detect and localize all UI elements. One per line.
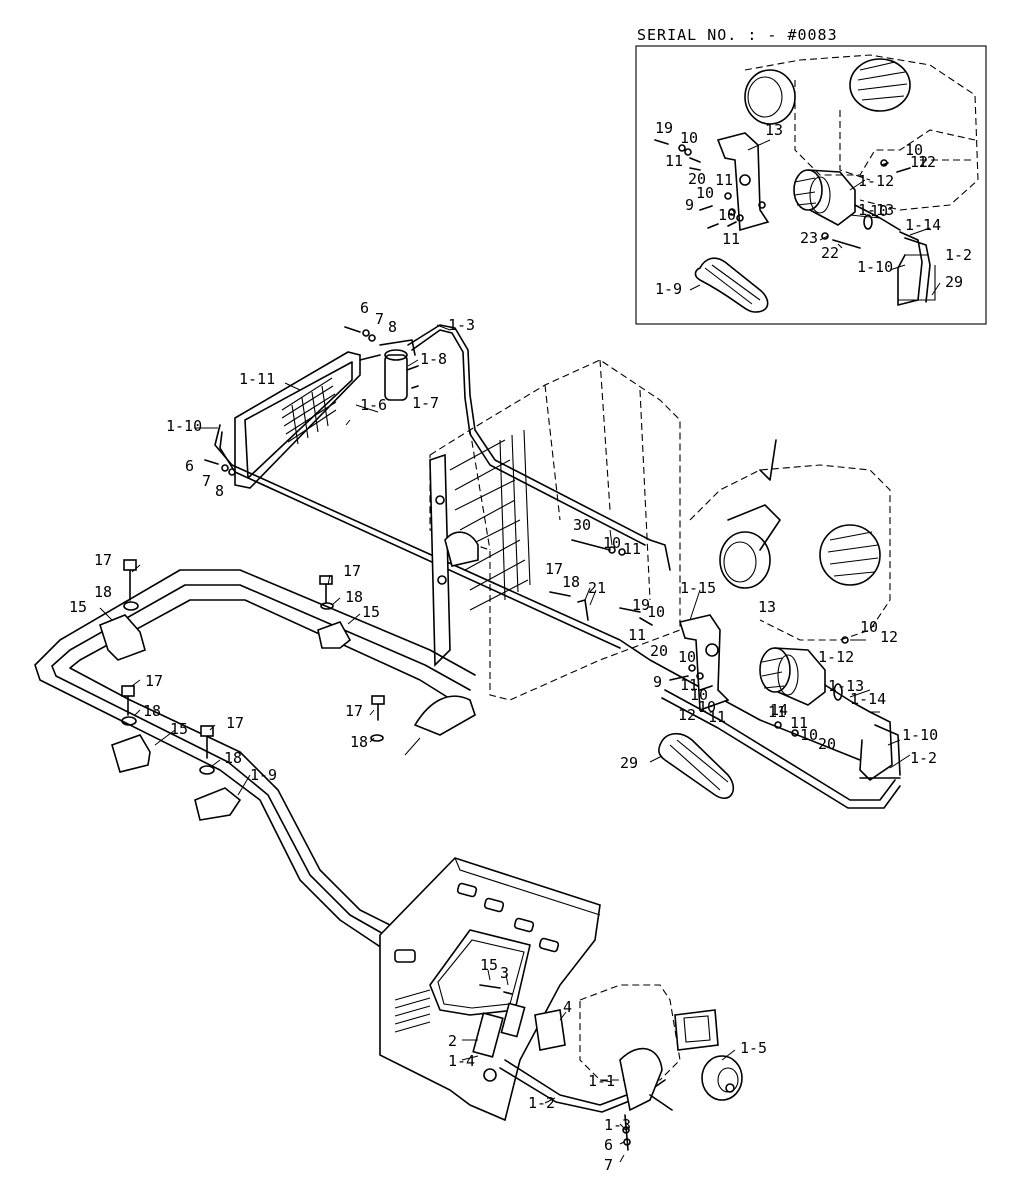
main-callout-63: 1-5 [740,1039,767,1057]
main-callout-43: 17 [145,672,163,690]
main-callout-18: 1-15 [680,579,716,597]
main-callout-37: 11 [708,708,726,726]
main-callout-49: 18 [350,733,368,751]
inset-callout-5: 10 [696,184,714,202]
main-callout-21: 11 [628,626,646,644]
main-callout-53: 20 [818,735,836,753]
inset-callout-20: 1-10 [857,258,893,276]
inset-detail: SERIAL NO. : - #0083 [635,26,987,325]
main-callout-42: 1-14 [850,690,886,708]
inset-callout-2: 11 [665,152,683,170]
main-callout-52: 10 [800,726,818,744]
main-callout-30: 18 [345,588,363,606]
main-callout-33: 1-12 [818,648,854,666]
main-callout-59: 3 [500,964,509,982]
main-callout-38: 11 [768,703,786,721]
main-callout-46: 17 [226,714,244,732]
main-callout-44: 15 [170,720,188,738]
main-callout-28: 15 [69,598,87,616]
inset-callout-22: 1-9 [655,280,682,298]
inset-callout-17: 23 [800,229,818,247]
main-callout-67: 6 [604,1136,613,1154]
main-callout-55: 1-2 [910,749,937,767]
inset-callout-0: 19 [655,119,673,137]
inset-callout-7: 11 [715,171,733,189]
main-callout-47: 18 [224,749,242,767]
main-callout-61: 2 [448,1032,457,1050]
main-callout-0: 6 [360,299,369,317]
main-callout-54: 1-10 [902,726,938,744]
main-callout-57: 1-9 [250,766,277,784]
inset-callout-6: 12 [910,153,928,171]
inset-callout-19: 1-2 [945,246,972,264]
main-callout-48: 17 [345,702,363,720]
main-callout-40: 10 [698,698,716,716]
inset-callout-15: 1-13 [858,201,894,219]
main-callout-16: 18 [562,573,580,591]
main-callout-45: 18 [143,702,161,720]
main-callout-19: 19 [632,596,650,614]
main-callout-2: 8 [388,318,397,336]
main-callout-10: 7 [202,472,211,490]
main-callout-32: 10 [678,648,696,666]
main-callout-25: 12 [880,628,898,646]
main-callout-69: 8 [0,0,9,4]
inset-callout-21: 29 [945,273,963,291]
main-callout-4: 1-11 [239,370,275,388]
main-callout-50: 14 [770,701,788,719]
inset-callout-13: 12 [918,153,936,171]
main-callout-41: 1-13 [828,677,864,695]
main-callout-31: 15 [362,603,380,621]
main-callout-3: 1-3 [448,316,475,334]
main-callout-5: 1-8 [420,350,447,368]
main-callout-60: 4 [563,998,572,1016]
inset-callout-16: 1-14 [905,216,941,234]
main-callout-9: 6 [185,457,194,475]
main-callout-56: 29 [620,754,638,772]
main-callout-20: 10 [647,603,665,621]
main-callout-51: 11 [790,714,808,732]
main-callout-39: 12 [678,706,696,724]
main-callout-64: 1-1 [588,1072,615,1090]
inset-callout-14: 10 [870,202,888,220]
main-callout-34: 11 [680,676,698,694]
inset-callout-11: 10 [718,206,736,224]
main-callout-27: 18 [94,583,112,601]
main-callout-6: 1-6 [360,396,387,414]
inset-callout-8: 10 [905,141,923,159]
main-callout-26: 17 [94,551,112,569]
main-callout-12: 30 [573,516,591,534]
inset-callout-1: 10 [680,129,698,147]
inset-frame [635,45,987,325]
inset-callout-18: 22 [821,244,839,262]
main-callout-24: 10 [860,618,878,636]
main-callout-13: 10 [603,534,621,552]
main-callout-22: 20 [650,642,668,660]
main-callout-58: 15 [480,956,498,974]
main-callout-11: 8 [215,482,224,500]
main-callout-8: 1-10 [166,417,202,435]
inset-callout-3: 20 [688,170,706,188]
inset-callout-12: 11 [722,230,740,248]
main-callout-15: 17 [545,560,563,578]
main-callout-23: 13 [758,598,776,616]
main-callout-36: 9 [653,673,662,691]
inset-callout-10: 9 [685,196,694,214]
main-callout-17: 21 [588,579,606,597]
main-callout-7: 1-7 [412,394,439,412]
inset-callout-4: 13 [765,121,783,139]
inset-serial-header: SERIAL NO. : - #0083 [637,26,838,44]
main-callout-29: 17 [343,562,361,580]
main-callout-65: 1-2 [528,1094,555,1112]
main-callout-14: 11 [623,540,641,558]
main-callout-68: 7 [604,1156,613,1174]
main-callout-66: 1-3 [604,1116,631,1134]
main-callout-35: 10 [690,686,708,704]
inset-callout-9: 1-12 [858,172,894,190]
main-callout-1: 7 [375,310,384,328]
main-callout-62: 1-4 [448,1052,475,1070]
